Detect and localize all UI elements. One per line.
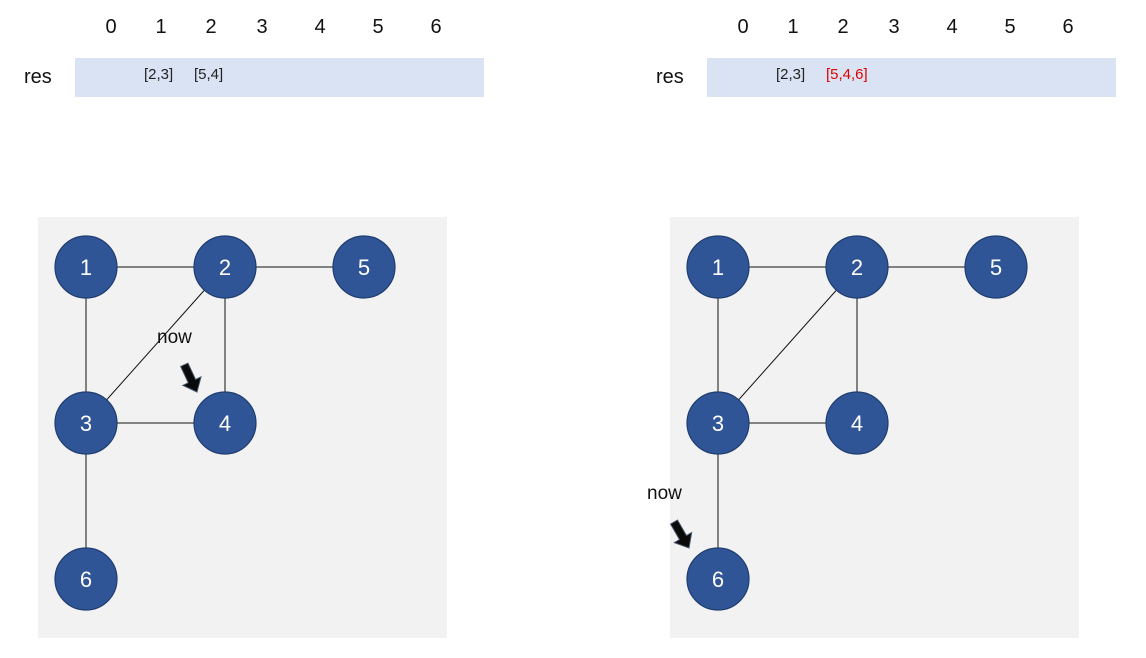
node-label: 1 [80, 255, 92, 280]
index-label-5: 5 [1004, 16, 1016, 38]
node-circle [825, 391, 889, 455]
node-label: 3 [712, 411, 724, 436]
node-circle [686, 391, 750, 455]
res-array-bar [75, 58, 484, 97]
node-circle [825, 235, 889, 299]
index-label-3: 3 [256, 16, 268, 38]
node-label: 4 [219, 411, 231, 436]
index-label-2: 2 [205, 16, 217, 38]
node-1: 1 [54, 235, 118, 299]
res-label: res [656, 66, 684, 88]
node-2: 2 [825, 235, 889, 299]
node-6: 6 [686, 547, 750, 611]
graph-left: 1 2 3 4 5 6 now [54, 235, 396, 611]
index-label-4: 4 [946, 16, 958, 38]
node-5: 5 [964, 235, 1028, 299]
node-5: 5 [332, 235, 396, 299]
index-label-6: 6 [430, 16, 442, 38]
index-label-6: 6 [1062, 16, 1074, 38]
index-label-0: 0 [737, 16, 749, 38]
node-circle [193, 391, 257, 455]
node-label: 1 [712, 255, 724, 280]
node-circle [332, 235, 396, 299]
node-1: 1 [686, 235, 750, 299]
index-label-4: 4 [314, 16, 326, 38]
node-circle [54, 235, 118, 299]
res-label: res [24, 66, 52, 88]
node-circle [54, 547, 118, 611]
node-circle [964, 235, 1028, 299]
node-2: 2 [193, 235, 257, 299]
res-cell-2: [5,4] [194, 66, 224, 83]
res-array-bar [707, 58, 1116, 97]
node-label: 5 [358, 255, 370, 280]
node-6: 6 [54, 547, 118, 611]
res-cell-1: [2,3] [144, 66, 174, 83]
index-label-1: 1 [787, 16, 799, 38]
node-label: 5 [990, 255, 1002, 280]
node-label: 6 [80, 567, 92, 592]
down-arrow-icon [669, 519, 693, 549]
now-pointer-label: now [157, 327, 192, 348]
node-circle [54, 391, 118, 455]
graph-right: 1 2 3 4 5 6 now [647, 235, 1028, 611]
index-label-5: 5 [372, 16, 384, 38]
node-circle [193, 235, 257, 299]
node-4: 4 [825, 391, 889, 455]
node-label: 3 [80, 411, 92, 436]
panel-right: 0 1 2 3 4 5 6 res [2,3] [5,4,6] 1 2 3 4 5 6 now [632, 0, 1146, 658]
panel-left: 0 1 2 3 4 5 6 res [2,3] [5,4] 1 2 3 4 5 6 now [24, 16, 484, 638]
node-circle [686, 547, 750, 611]
node-label: 2 [219, 255, 231, 280]
edge-2-3 [717, 266, 858, 424]
index-label-2: 2 [837, 16, 849, 38]
node-circle [686, 235, 750, 299]
down-arrow-icon [180, 362, 202, 393]
index-label-0: 0 [105, 16, 117, 38]
index-label-3: 3 [888, 16, 900, 38]
node-label: 4 [851, 411, 863, 436]
node-4: 4 [193, 391, 257, 455]
node-label: 6 [712, 567, 724, 592]
index-label-1: 1 [155, 16, 167, 38]
node-label: 2 [851, 255, 863, 280]
now-pointer-label: now [647, 483, 682, 504]
node-3: 3 [54, 391, 118, 455]
node-3: 3 [686, 391, 750, 455]
res-cell-2: [5,4,6] [826, 66, 868, 83]
res-cell-1: [2,3] [776, 66, 806, 83]
edge-2-3 [85, 266, 226, 424]
